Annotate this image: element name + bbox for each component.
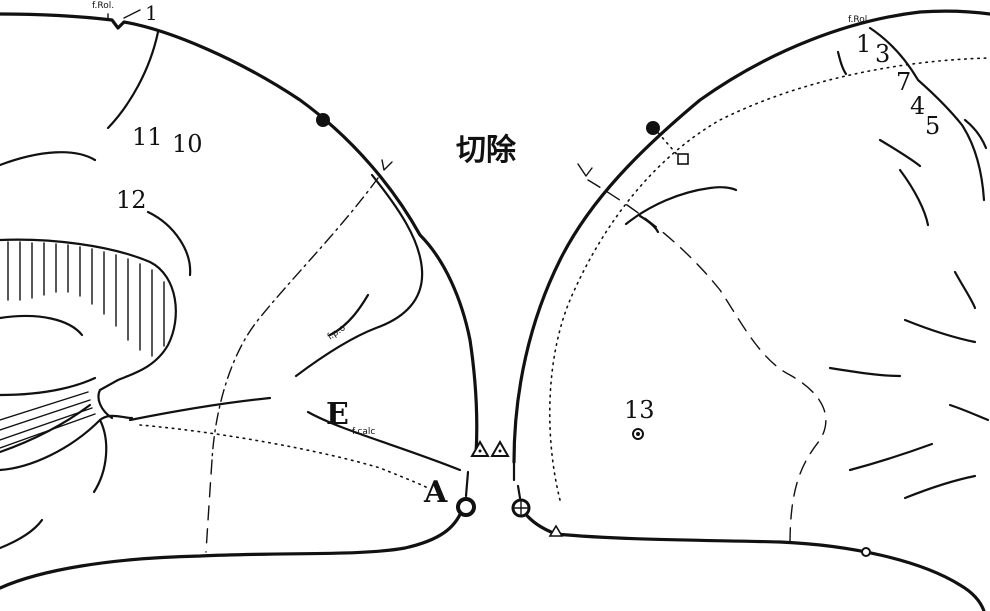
right-sulcus-k xyxy=(903,474,977,500)
right-sulcus-d xyxy=(878,138,922,168)
corpus-callosum xyxy=(0,238,177,494)
label-1-left: 1 xyxy=(145,1,158,25)
label-13: 13 xyxy=(624,396,655,424)
right-hemisphere xyxy=(490,9,990,611)
left-triangle-marker xyxy=(470,439,490,457)
right-bottom-dot xyxy=(861,547,871,557)
right-small-triangle-marker xyxy=(548,524,564,537)
label-11: 11 xyxy=(132,123,163,151)
label-f-calc: f.calc xyxy=(352,427,375,437)
right-dotted-line xyxy=(549,57,990,501)
right-upper-sulcus-1-3-7-4-5 xyxy=(868,26,986,202)
left-marker-dot xyxy=(316,113,330,127)
left-sulcus-cingulate xyxy=(0,151,97,167)
left-lesion-boundary-dashed xyxy=(205,459,213,553)
right-square-marker xyxy=(677,153,689,165)
page-title: 切除 xyxy=(456,133,517,168)
right-marker-dot xyxy=(646,121,660,135)
right-sulcus-e xyxy=(898,168,930,227)
label-12: 12 xyxy=(116,186,147,214)
right-triangle-marker xyxy=(490,439,510,457)
label-E: E xyxy=(326,397,349,432)
left-outer-contour xyxy=(0,12,479,457)
label-f-rol-left: f.Rol. xyxy=(92,1,114,11)
left-hemisphere xyxy=(0,9,490,590)
left-top-arrow-2 xyxy=(123,9,141,19)
left-lesion-boundary-dashdot xyxy=(211,177,379,461)
label-5: 5 xyxy=(925,112,940,140)
left-sulcus-calcarine xyxy=(306,410,462,472)
left-ring-marker xyxy=(456,497,476,517)
right-arrow-marker xyxy=(577,163,593,177)
right-sulcus-a xyxy=(836,50,848,76)
label-7: 7 xyxy=(896,68,911,96)
right-sulcus-b xyxy=(624,186,738,226)
left-sulcus-lower xyxy=(128,396,272,422)
left-arrow-marker xyxy=(381,159,393,171)
label-f-rol-right: f.Rol xyxy=(848,15,867,25)
label-A: A xyxy=(423,475,448,510)
left-sulcus-fpo xyxy=(328,293,370,337)
label-1-right: 1 xyxy=(856,30,871,58)
left-bottom-contour xyxy=(0,508,464,590)
right-sulcus-i xyxy=(948,403,990,422)
right-sulcus-g xyxy=(903,318,977,344)
right-sulcus-c xyxy=(638,214,660,234)
label-4: 4 xyxy=(910,92,925,120)
right-bottom-contour xyxy=(522,510,986,611)
left-dotted-line xyxy=(139,424,429,489)
left-bottom-tick xyxy=(464,470,470,498)
left-sulcus-bottom-left xyxy=(0,518,44,550)
left-sulcus-paracentral xyxy=(106,30,160,130)
left-sulcus-12 xyxy=(146,210,192,277)
left-occipital-inner-contour xyxy=(294,173,424,378)
right-sulcus-l xyxy=(963,118,988,150)
label-3: 3 xyxy=(875,40,890,68)
label-10: 10 xyxy=(172,130,203,158)
right-lesion-boundary-dashed xyxy=(587,179,827,546)
right-dotted-connector xyxy=(653,127,681,159)
right-sulcus-j xyxy=(848,442,934,472)
right-sulcus-h xyxy=(828,366,902,378)
right-outer-contour xyxy=(512,9,990,464)
right-sulcus-f xyxy=(953,270,977,310)
